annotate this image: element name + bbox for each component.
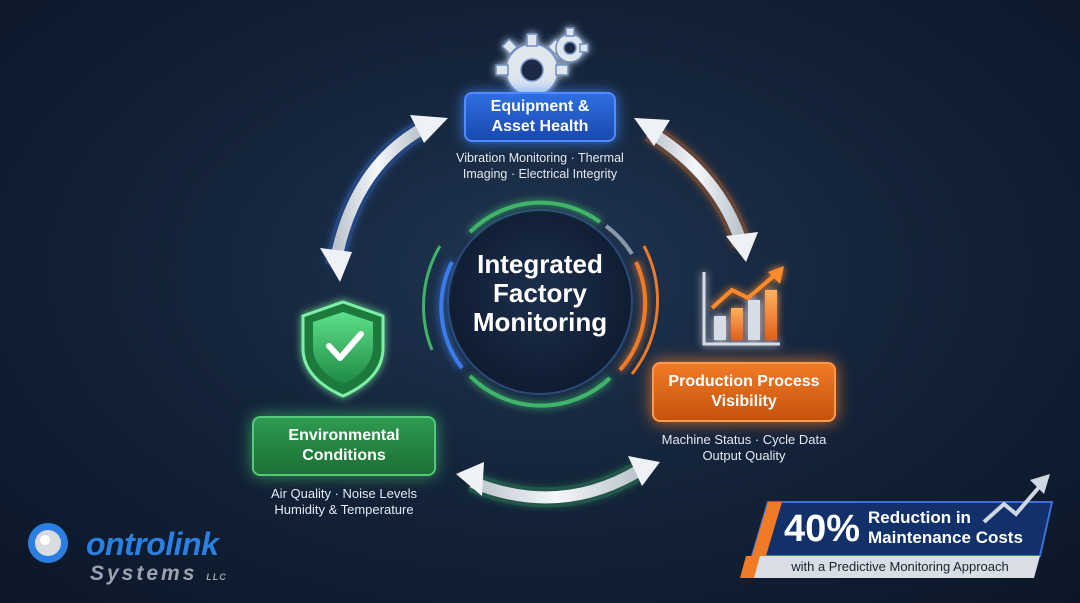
shield-check-icon [301, 300, 385, 398]
logo-globe-icon [28, 523, 68, 563]
center-title: Integrated Factory Monitoring [440, 250, 640, 337]
environmental-title-line1: Environmental [288, 427, 400, 444]
equipment-description: Vibration Monitoring · Thermal Imaging ·… [440, 150, 640, 182]
arrow-top-left [320, 115, 448, 282]
production-node-box: Production Process Visibility [652, 362, 836, 422]
arrow-top-right [634, 118, 758, 262]
production-description: Machine Status · Cycle Data Output Quali… [630, 432, 858, 464]
trend-arrow-icon [982, 474, 1050, 524]
environmental-desc-line1: Air Quality · Noise Levels [271, 486, 417, 501]
environmental-node-box: Environmental Conditions [252, 416, 436, 476]
center-title-line3: Monitoring [472, 307, 608, 337]
production-title-line1: Production Process [668, 373, 820, 390]
center-title-line1: Integrated [477, 249, 603, 279]
equipment-node-box: Equipment & Asset Health [464, 92, 616, 142]
equipment-desc-line1: Vibration Monitoring · Thermal [456, 151, 624, 165]
company-logo: ontrolink Systems LLC [24, 522, 244, 592]
logo-main-text: ontrolink [86, 526, 219, 562]
stat-footer: with a Predictive Monitoring Approach [791, 559, 1009, 574]
logo-llc-text: LLC [206, 572, 227, 582]
environmental-description: Air Quality · Noise Levels Humidity & Te… [238, 486, 450, 518]
bar-chart-trend-icon [702, 266, 784, 346]
stat-label: Reduction in Maintenance Costs [868, 508, 1023, 548]
stat-label-line2: Maintenance Costs [868, 528, 1023, 547]
stat-value: 40% [784, 508, 861, 550]
logo-sub-text: Systems LLC [90, 562, 227, 586]
environmental-desc-line2: Humidity & Temperature [274, 502, 414, 517]
logo-systems-text: Systems [90, 562, 198, 585]
stat-banner [740, 474, 1054, 578]
equipment-title-line2: Asset Health [491, 118, 589, 135]
equipment-title-line1: Equipment & [490, 98, 590, 115]
production-desc-line2: Output Quality [702, 448, 786, 463]
gears-icon [495, 27, 589, 107]
environmental-title-line2: Conditions [302, 447, 386, 464]
production-title-line2: Visibility [711, 393, 777, 410]
center-title-line2: Factory [493, 278, 587, 308]
equipment-desc-line2: Imaging · Electrical Integrity [462, 167, 618, 181]
arrow-bottom [456, 456, 660, 508]
center-ring [422, 200, 659, 408]
production-desc-line1: Machine Status · Cycle Data [661, 432, 827, 447]
stat-label-line1: Reduction in [868, 508, 971, 527]
